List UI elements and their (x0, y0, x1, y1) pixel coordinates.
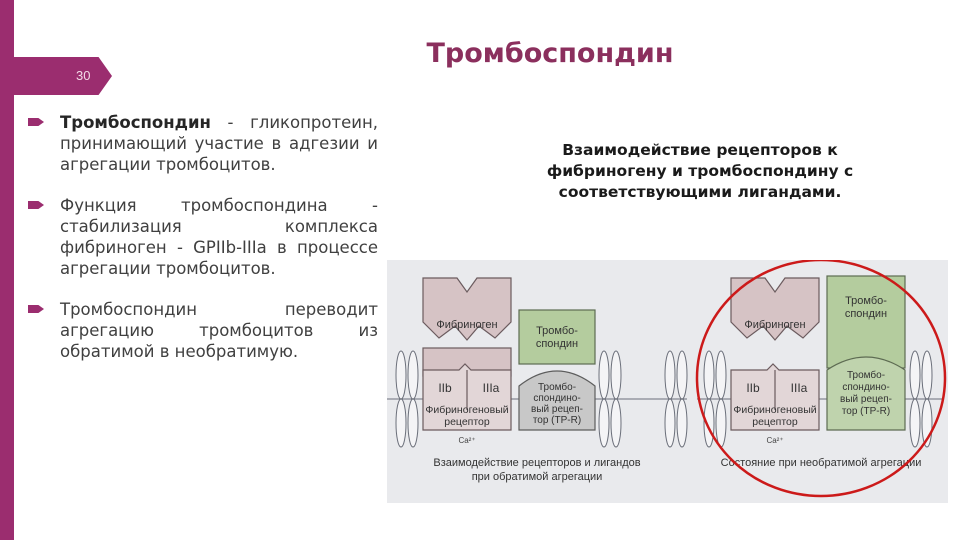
bullet-list: Тромбоспондин - гликопротеин, принимающи… (28, 112, 378, 382)
left-accent-bar (0, 0, 14, 540)
fibrinogen-shape-right (730, 277, 820, 341)
thrombospondin-label-left-1: Тромбо- (536, 325, 578, 337)
highlight-ellipse (695, 260, 947, 498)
fib-receptor-label-left-2: рецептор (444, 416, 490, 428)
iib-label-left: IIb (438, 381, 452, 395)
thrombospondin-label-right-2: спондин (845, 308, 887, 320)
bullet-item-1: Тромбоспондин - гликопротеин, принимающи… (28, 112, 378, 175)
tsr-label-left-2: спондино- (533, 393, 580, 404)
fib-receptor-label-left-1: Фибриногеновый (425, 404, 508, 416)
bullet-arrow-icon (28, 118, 44, 126)
bullet-bold-term: Тромбоспондин (60, 113, 211, 132)
slide-number: 30 (76, 68, 91, 83)
figure-subtitle: Взаимодействие рецепторов к фибриногену … (546, 141, 854, 201)
tsr-label-right-3: вый рецеп- (840, 394, 892, 405)
ca-label-left: Ca²⁺ (458, 436, 475, 445)
thrombospondin-shape-right (826, 275, 906, 369)
caption-right: Состояние при необратимой агрегации (721, 457, 922, 469)
thrombospondin-label-left-2: спондин (536, 338, 578, 350)
iiia-label-left: IIIa (483, 381, 500, 395)
thrombospondin-shape-left (518, 309, 596, 365)
caption-left-2: при обратимой агрегации (472, 471, 603, 483)
caption-left-1: Взаимодействие рецепторов и лигандов (433, 457, 640, 469)
thrombospondin-receptor-left (518, 370, 596, 431)
tsr-label-left-4: тор (TP-R) (533, 415, 581, 426)
bullet-text: Функция тромбоспондина - стабилизация ко… (60, 196, 378, 278)
thrombospondin-receptor-right (826, 356, 906, 431)
tsr-label-right-1: Тромбо- (847, 369, 885, 381)
ca-label-right: Ca²⁺ (766, 436, 783, 445)
fib-receptor-label-right-1: Фибриногеновый (733, 404, 816, 416)
fib-receptor-label-right-2: рецептор (752, 416, 798, 428)
receptor-interaction-figure: Фибриноген IIb IIIa Фибриногеновый рецеп… (387, 260, 948, 503)
tsr-label-right-4: тор (TP-R) (842, 406, 890, 417)
bullet-text: - гликопротеин, принимающий участие в ад… (60, 113, 378, 174)
bullet-item-2: Функция тромбоспондина - стабилизация ко… (28, 195, 378, 279)
tsr-label-right-2: спондино- (842, 382, 889, 393)
tsr-label-left-1: Тромбо- (538, 381, 576, 393)
iib-label-right: IIb (746, 381, 760, 395)
slide-number-banner: 30 (0, 57, 112, 95)
bullet-arrow-icon (28, 201, 44, 209)
tsr-label-left-3: вый рецеп- (531, 404, 583, 415)
fibrinogen-label-left: Фибриноген (436, 319, 497, 331)
slide-title: Тромбоспондин (426, 38, 674, 69)
thrombospondin-label-right-1: Тромбо- (845, 295, 887, 307)
iiia-label-right: IIIa (791, 381, 808, 395)
bullet-text: Тромбоспондин переводит агрегацию тромбо… (60, 300, 378, 361)
fibrinogen-label-right: Фибриноген (744, 319, 805, 331)
bullet-item-3: Тромбоспондин переводит агрегацию тромбо… (28, 299, 378, 362)
bullet-arrow-icon (28, 305, 44, 313)
fibrinogen-shape-left (422, 277, 512, 341)
